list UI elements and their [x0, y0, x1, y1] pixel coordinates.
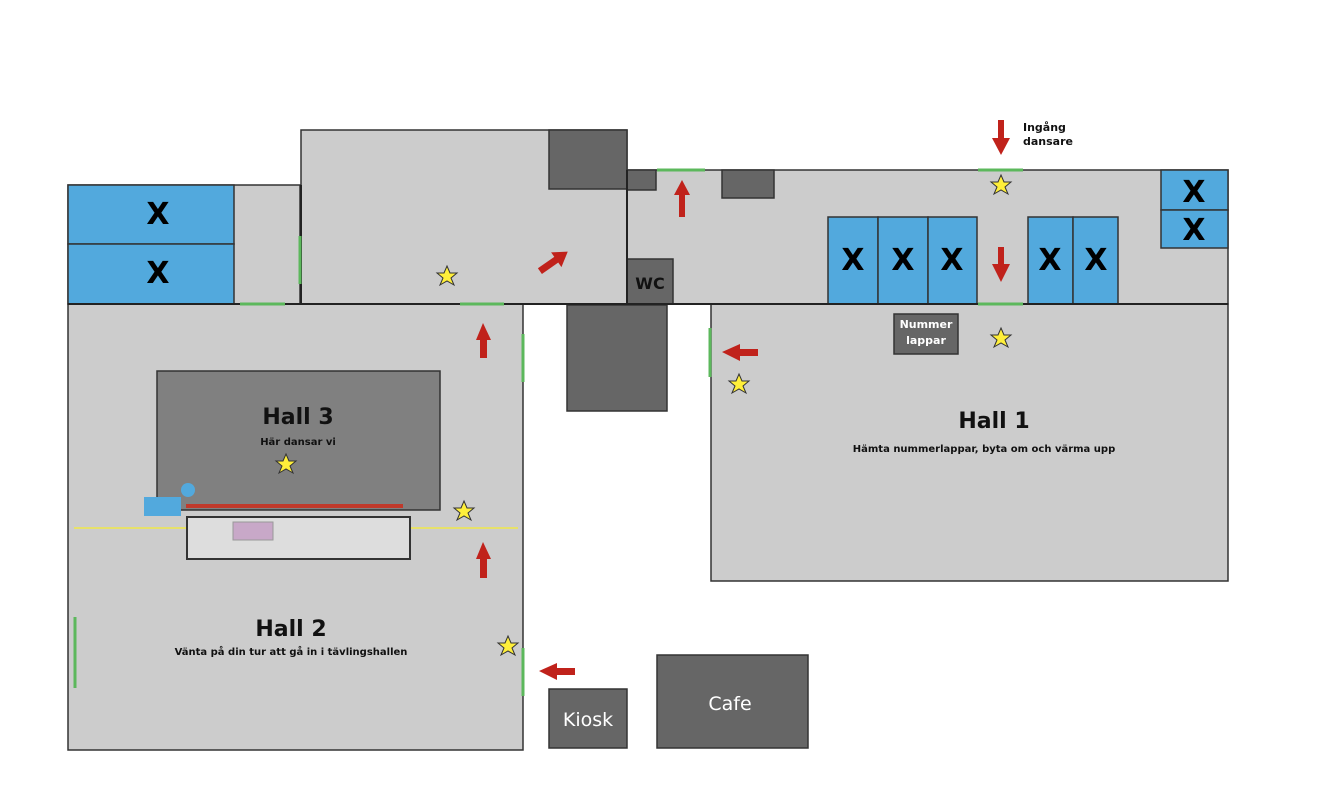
cafe-label: Cafe	[708, 693, 751, 715]
arrow-down-entrance-icon	[992, 120, 1010, 155]
kiosk-label: Kiosk	[563, 709, 613, 731]
storage-block	[548, 129, 628, 190]
arrow-up-icon	[674, 180, 690, 217]
storage-block	[566, 304, 668, 412]
judge-seat	[181, 483, 195, 497]
hall-3-title: Hall 3	[262, 405, 333, 430]
nummerlappar-label-1: Nummer	[900, 318, 953, 331]
hall-2-title: Hall 2	[255, 617, 326, 642]
x-mark: X	[1038, 243, 1061, 278]
reserved-area	[67, 243, 235, 305]
arrow-left-icon	[539, 663, 575, 680]
arrow-up-icon	[476, 323, 491, 358]
arrow-left-icon	[722, 344, 758, 361]
storage-block	[626, 169, 657, 191]
star-icon	[274, 452, 298, 475]
star-icon	[989, 173, 1013, 196]
x-mark: X	[146, 197, 169, 232]
star-icon	[989, 326, 1013, 349]
entrance-label-1: Ingång	[1023, 121, 1066, 134]
hall-3-floor	[156, 370, 441, 511]
reserved-area	[67, 184, 235, 245]
judge-table	[144, 497, 181, 516]
reserved-area	[877, 216, 929, 305]
reserved-area	[927, 216, 978, 305]
nummerlappar-desk	[893, 313, 959, 355]
nummerlappar-label-2: lappar	[906, 334, 946, 347]
x-mark: X	[1182, 175, 1205, 210]
x-mark: X	[1084, 243, 1107, 278]
hall-1-subtitle: Hämta nummerlappar, byta om och värma up…	[853, 444, 1115, 455]
reserved-area	[1027, 216, 1074, 305]
audience-seating	[232, 521, 274, 541]
hall-1-room	[710, 303, 1229, 582]
x-mark: X	[841, 243, 864, 278]
arrow-diagonal-icon	[537, 251, 568, 275]
wc-label: WC	[635, 274, 664, 293]
kiosk[interactable]	[548, 688, 628, 749]
hall-3-subtitle: Här dansar vi	[260, 437, 336, 448]
reserved-area	[1160, 209, 1229, 249]
x-mark: X	[1182, 213, 1205, 248]
x-mark: X	[940, 243, 963, 278]
hall-1-title: Hall 1	[958, 409, 1029, 434]
arrow-down-icon	[992, 247, 1010, 282]
star-icon	[727, 372, 751, 395]
star-icon	[452, 499, 476, 522]
entrance-label-2: dansare	[1023, 135, 1073, 148]
x-mark: X	[146, 256, 169, 291]
star-icon	[435, 264, 459, 287]
x-mark: X	[891, 243, 914, 278]
star-icon	[496, 634, 520, 657]
hall-2-subtitle: Vänta på din tur att gå in i tävlingshal…	[175, 645, 408, 658]
arrow-up-icon	[476, 542, 491, 578]
storage-block	[721, 169, 775, 199]
cafe[interactable]	[656, 654, 809, 749]
stage-edge-line	[186, 504, 403, 508]
audience-stand	[186, 516, 411, 560]
